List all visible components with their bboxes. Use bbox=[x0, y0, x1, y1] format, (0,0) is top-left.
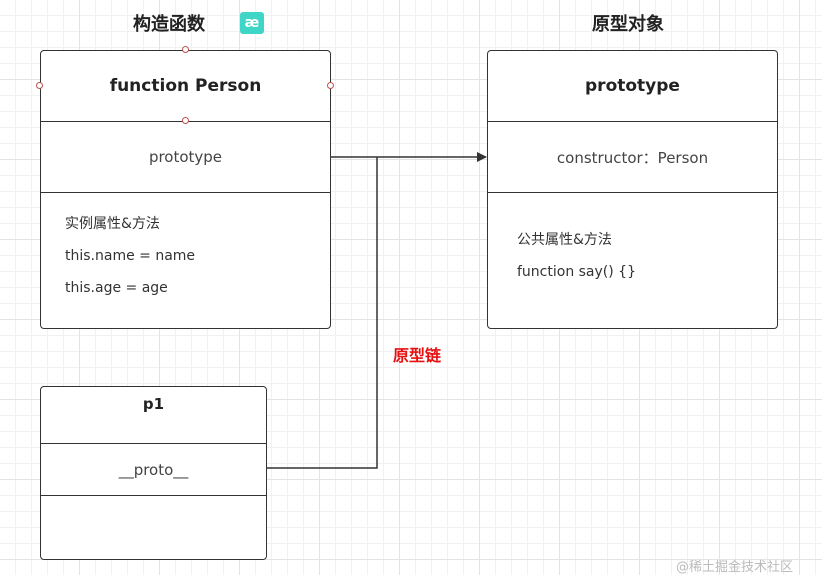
prototype-object-title: 原型对象 bbox=[592, 14, 664, 35]
proto-chain-line bbox=[267, 157, 378, 469]
p1-header: p1 bbox=[142, 395, 165, 413]
resize-handle-left[interactable] bbox=[36, 82, 43, 89]
watermark: @稀土掘金技术社区 bbox=[676, 560, 794, 575]
person-prototype-field: prototype bbox=[148, 148, 223, 166]
method-say: function say() {} bbox=[517, 264, 636, 280]
divider bbox=[488, 121, 777, 122]
prop-age: this.age = age bbox=[65, 280, 168, 296]
p1-instance-box[interactable]: p1 __proto__ bbox=[40, 386, 267, 560]
resize-handle-right[interactable] bbox=[327, 82, 334, 89]
prototype-header: prototype bbox=[585, 76, 680, 96]
divider bbox=[41, 443, 266, 444]
divider bbox=[41, 495, 266, 496]
resize-handle-bottom[interactable] bbox=[182, 117, 189, 124]
constructor-title: 构造函数 bbox=[133, 14, 205, 35]
instance-members: 实例属性&方法 this.name = name this.age = age bbox=[65, 208, 195, 304]
divider bbox=[41, 192, 330, 193]
public-members: 公共属性&方法 function say() {} bbox=[517, 224, 636, 288]
public-members-label: 公共属性&方法 bbox=[517, 232, 612, 248]
person-header: function Person bbox=[109, 76, 262, 96]
constructor-field: constructor：Person bbox=[556, 148, 709, 167]
instance-members-label: 实例属性&方法 bbox=[65, 216, 160, 232]
prototype-object-box[interactable]: prototype constructor：Person 公共属性&方法 fun… bbox=[487, 50, 778, 329]
p1-proto-field: __proto__ bbox=[118, 460, 189, 479]
divider bbox=[488, 192, 777, 193]
function-person-box[interactable]: function Person prototype 实例属性&方法 this.n… bbox=[40, 50, 331, 329]
ae-badge-icon[interactable]: æ bbox=[240, 12, 264, 34]
resize-handle-top[interactable] bbox=[182, 46, 189, 53]
prototype-chain-label: 原型链 bbox=[393, 346, 442, 365]
prop-name: this.name = name bbox=[65, 248, 196, 264]
